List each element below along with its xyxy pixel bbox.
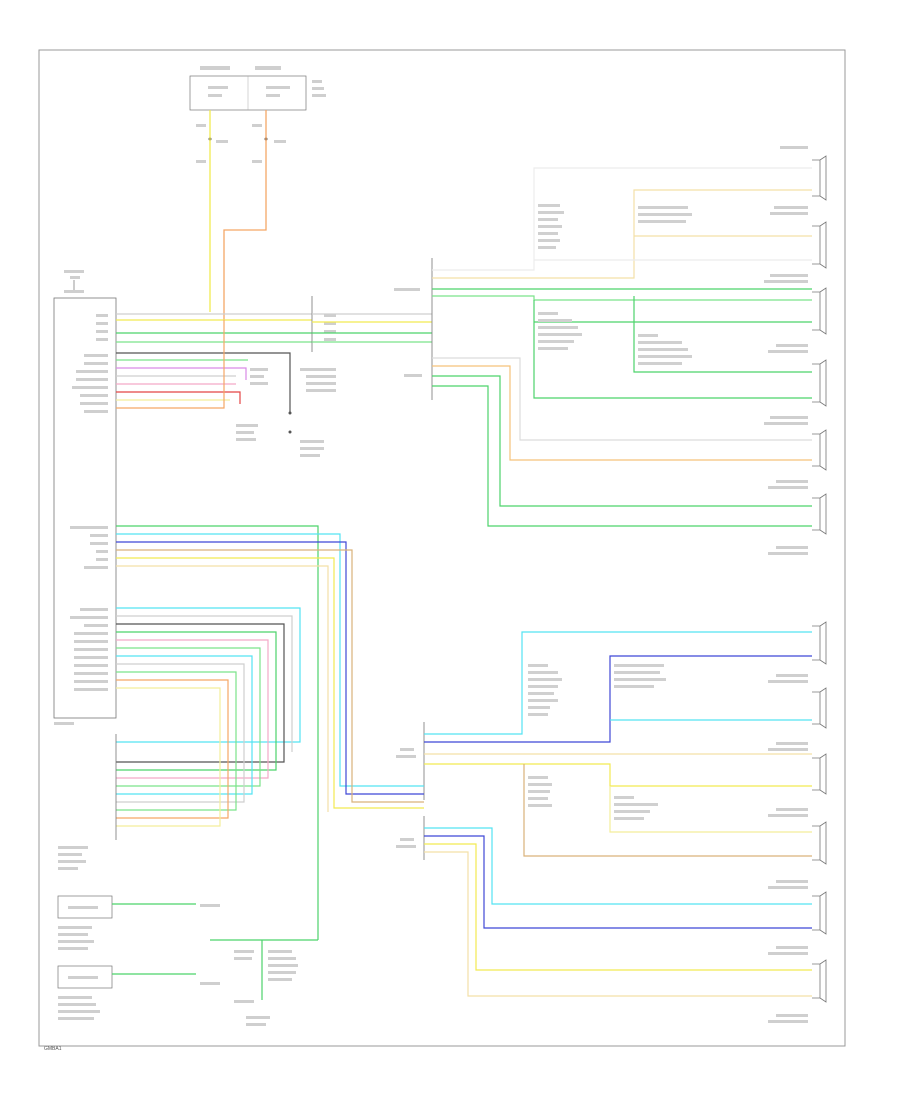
fuse-feed-wires xyxy=(209,110,267,320)
splice-notes xyxy=(236,368,336,457)
radio-amp-wires xyxy=(116,607,301,827)
front-notes xyxy=(538,204,692,365)
center-splice xyxy=(311,296,336,352)
front-speaker-wires xyxy=(432,167,812,527)
amplifier-box xyxy=(58,734,117,870)
lower-module-labels xyxy=(200,904,298,1026)
rear-connectors xyxy=(396,722,425,860)
front-connector-block xyxy=(394,258,433,400)
radio-rear-wires xyxy=(116,525,406,940)
radio-speaker-wires-front xyxy=(116,313,312,412)
footer-label: GMBA1 xyxy=(44,1046,62,1052)
fuse-block xyxy=(189,66,326,163)
rear-speaker-wires xyxy=(406,631,812,997)
speaker-labels-right xyxy=(764,146,808,1023)
lower-modules xyxy=(57,895,113,1020)
rear-notes xyxy=(528,664,666,820)
radio-unit xyxy=(53,270,117,725)
lower-module-wires xyxy=(112,903,318,1000)
radio-pin-labels xyxy=(70,314,108,691)
diagram-frame xyxy=(38,49,846,1047)
speaker-symbols-right xyxy=(812,155,827,1003)
splice-to-front-connector xyxy=(312,313,432,343)
